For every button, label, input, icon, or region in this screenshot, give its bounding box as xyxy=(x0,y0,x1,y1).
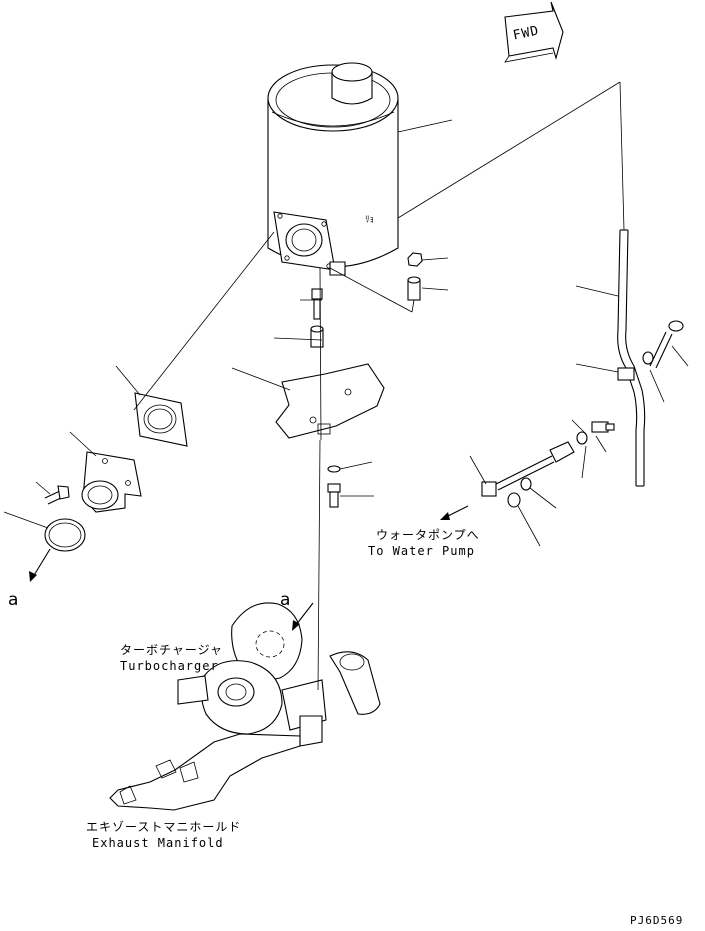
lower-bolt xyxy=(327,465,341,508)
bolt-collar xyxy=(310,288,324,348)
bracket xyxy=(275,363,385,439)
leader-lines xyxy=(3,81,689,691)
water-pump-label-en: To Water Pump xyxy=(368,544,475,558)
left-bolt xyxy=(44,485,70,505)
turbocharger-label-jp: ターボチャージャ xyxy=(120,643,224,657)
exhaust-manifold-label-jp: エキゾーストマニホールド xyxy=(86,820,242,834)
water-pipe xyxy=(617,229,646,487)
air-cleaner: ﾘｮ xyxy=(267,62,399,276)
fwd-arrow xyxy=(504,1,564,63)
exhaust-manifold xyxy=(109,733,301,811)
drawing-code: PJ6D569 xyxy=(630,914,684,927)
view-marker-top: a xyxy=(280,590,291,610)
nut-spacer-group xyxy=(407,252,423,301)
right-bolt xyxy=(642,320,684,369)
hose-assembly xyxy=(481,421,615,508)
svg-text:ﾘｮ: ﾘｮ xyxy=(365,215,374,225)
exhaust-manifold-label-en: Exhaust Manifold xyxy=(92,836,224,850)
clamp-ring xyxy=(44,518,86,552)
turbocharger-label-en: Turbocharger xyxy=(120,659,219,673)
elbow-connector xyxy=(81,451,142,513)
water-pump-label-jp: ウォータポンプへ xyxy=(376,528,480,542)
turbocharger xyxy=(177,602,381,747)
view-marker-left: a xyxy=(8,590,19,610)
gasket xyxy=(134,392,188,447)
